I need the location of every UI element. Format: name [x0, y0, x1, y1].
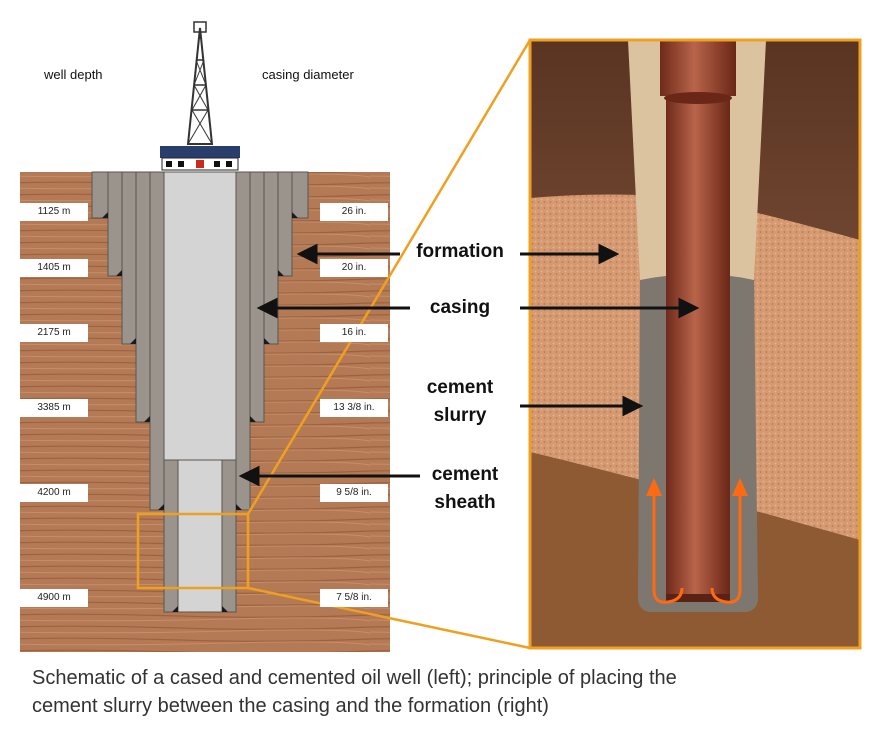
casing-label: casing — [410, 294, 510, 322]
cement-sheath-label: cement sheath — [415, 461, 515, 517]
casing-diameter-header: casing diameter — [262, 67, 354, 82]
diameter-label: 7 5/8 in. — [320, 589, 388, 607]
cement-sheath-line2: sheath — [415, 489, 515, 517]
derrick-icon — [188, 22, 212, 144]
cement-slurry-line2: slurry — [410, 402, 510, 430]
caption-line1: Schematic of a cased and cemented oil we… — [32, 664, 852, 692]
wellhead — [160, 146, 240, 170]
diameter-label: 9 5/8 in. — [320, 484, 388, 502]
depth-label: 3385 m — [20, 399, 88, 417]
figure-caption: Schematic of a cased and cemented oil we… — [32, 664, 852, 720]
formation-label: formation — [400, 238, 520, 266]
depth-label: 1125 m — [20, 203, 88, 221]
well-depth-header: well depth — [44, 67, 103, 82]
detail-panel — [530, 40, 860, 648]
diameter-label: 13 3/8 in. — [320, 399, 388, 417]
cement-slurry-line1: cement — [410, 374, 510, 402]
depth-label: 4200 m — [20, 484, 88, 502]
cement-slurry-label: cement slurry — [410, 374, 510, 430]
depth-label: 4900 m — [20, 589, 88, 607]
caption-line2: cement slurry between the casing and the… — [32, 692, 852, 720]
depth-label: 2175 m — [20, 324, 88, 342]
diameter-label: 16 in. — [320, 324, 388, 342]
cement-sheath-line1: cement — [415, 461, 515, 489]
diameter-label: 20 in. — [320, 259, 388, 277]
depth-label: 1405 m — [20, 259, 88, 277]
diameter-label: 26 in. — [320, 203, 388, 221]
